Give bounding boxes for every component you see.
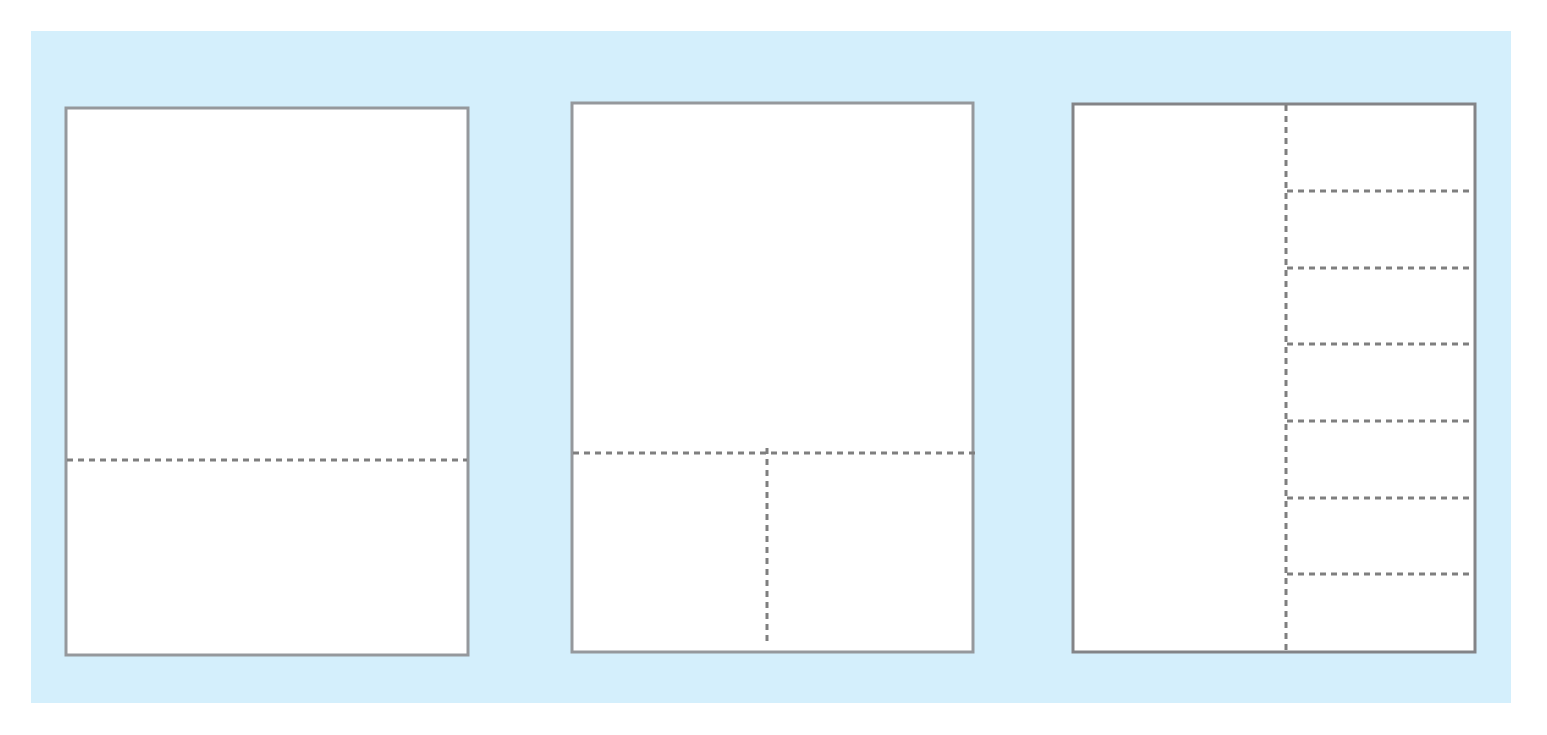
layout-page-3: [1071, 102, 1477, 654]
page-frame: [64, 106, 470, 657]
page-frame: [570, 101, 975, 654]
layout-page-2: [570, 101, 975, 654]
layout-page-1: [64, 106, 470, 657]
page-frame: [1071, 102, 1477, 654]
